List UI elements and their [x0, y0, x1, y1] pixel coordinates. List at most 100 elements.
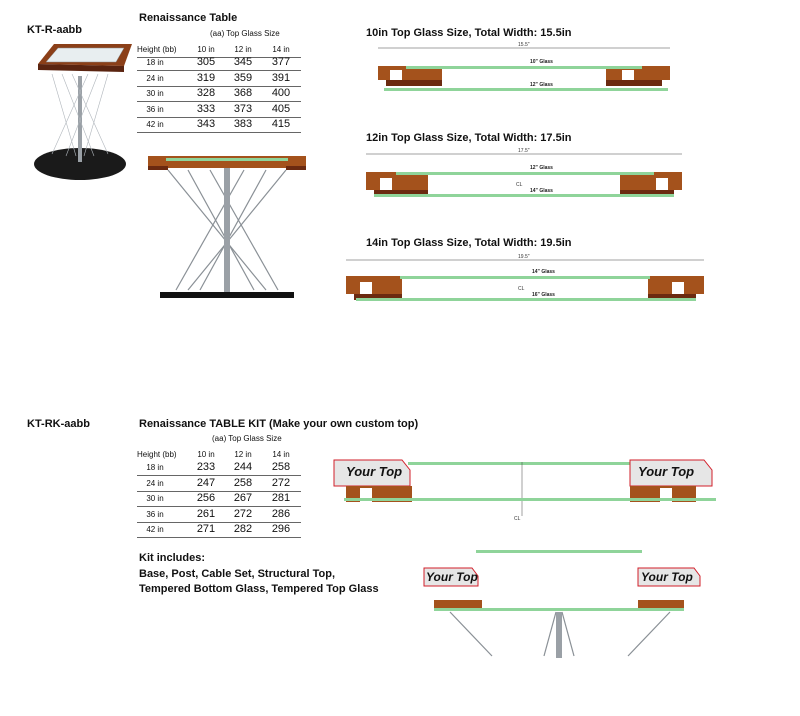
- row-height-label: 36 in: [146, 509, 164, 519]
- top-glass-label: 10" Glass: [530, 59, 553, 65]
- your-top-label: Your Top: [426, 570, 478, 584]
- table-cell-price: 333: [196, 102, 216, 115]
- table-post: [78, 76, 82, 162]
- sku-renaissance-kit: KT-RK-aabb: [27, 418, 90, 430]
- table-rule: [137, 475, 301, 476]
- table-cell-price: 373: [233, 102, 253, 115]
- bottom-glass: [384, 88, 668, 91]
- top-glass: [406, 66, 642, 69]
- glass-diagram-14in: 19.5" 14" Glass 16" Glass CL: [346, 254, 704, 301]
- table-cell-price: 258: [233, 476, 253, 489]
- price-table-renaissance: Height (bb) 10 in 12 in 14 in: [135, 43, 305, 58]
- table-cell-price: 271: [196, 523, 216, 535]
- subtitle-top-glass: (aa) Top Glass Size: [210, 29, 280, 38]
- table-rule: [137, 101, 301, 102]
- table-top-side: [148, 156, 306, 168]
- base-side: [160, 292, 294, 298]
- centerline-mark: CL: [514, 516, 521, 522]
- table-cell-price: 400: [271, 87, 291, 99]
- top-glass-label: 14" Glass: [532, 269, 555, 275]
- dim-total: 17.5": [518, 148, 530, 154]
- col-header: 10 in: [197, 450, 215, 459]
- table-cell-price: 272: [233, 507, 253, 520]
- table-cell-price: 296: [271, 523, 291, 535]
- dim-total: 19.5": [518, 254, 530, 260]
- kit-diagram: Your Top Your Top CL: [333, 459, 716, 522]
- top-glass-label: 12" Glass: [530, 165, 553, 171]
- row-height-label: 30 in: [146, 494, 164, 503]
- col-header: 12 in: [234, 450, 252, 459]
- row-height-label: 42 in: [146, 120, 164, 129]
- kit-line: Tempered Bottom Glass, Tempered Top Glas…: [139, 583, 379, 595]
- table-cell-price: 377: [271, 56, 291, 68]
- table-rule: [137, 85, 301, 87]
- col-header: 10 in: [197, 45, 215, 54]
- diagram-title-10in: 10in Top Glass Size, Total Width: 15.5in: [366, 27, 572, 39]
- table-cell-price: 267: [233, 492, 253, 504]
- table-cell-price: 244: [233, 461, 253, 473]
- your-top-box-right: [637, 567, 701, 587]
- height-header: Height (bb): [137, 450, 177, 459]
- table-cell-price: 261: [196, 507, 216, 520]
- centerline-mark: CL: [516, 182, 523, 188]
- centerline-mark: CL: [518, 286, 525, 292]
- table-cell-price: 233: [196, 461, 216, 473]
- cable-set-side: [167, 169, 287, 291]
- table-cell-price: 383: [233, 118, 253, 130]
- table-rule: [137, 506, 301, 507]
- your-top-box-right: [629, 459, 713, 487]
- your-top-label: Your Top: [641, 570, 693, 584]
- table-cell-price: 319: [196, 71, 216, 84]
- height-header: Height (bb): [137, 45, 177, 54]
- table-cell-price: 282: [233, 523, 253, 535]
- bottom-glass-label: 14" Glass: [530, 188, 553, 194]
- price-table-kit: Height (bb) 10 in 12 in 14 in: [135, 448, 305, 464]
- your-top-label: Your Top: [346, 464, 402, 479]
- row-height-label: 18 in: [146, 463, 164, 472]
- table-side-view: [148, 156, 306, 298]
- bottom-glass-label: 12" Glass: [530, 82, 553, 88]
- title-renaissance-kit: Renaissance TABLE KIT (Make your own cus…: [139, 418, 419, 430]
- glass-diagram-10in: 15.5" 10" Glass 12" Glass: [378, 42, 670, 91]
- table-rule: [137, 521, 301, 523]
- table-rule: [137, 116, 301, 118]
- table-rule: [137, 70, 301, 71]
- table-rule: [137, 132, 301, 133]
- cable-set: [51, 73, 109, 157]
- post: [556, 612, 562, 658]
- table-photo: [34, 44, 132, 180]
- table-row: 18 in 233 244 258: [135, 460, 305, 476]
- title-renaissance: Renaissance Table: [139, 12, 238, 24]
- row-height-label: 18 in: [146, 58, 164, 67]
- row-height-label: 24 in: [146, 73, 164, 83]
- kit-heading: Kit includes:: [139, 552, 206, 564]
- table-cell-price: 281: [271, 492, 291, 504]
- col-header: 12 in: [234, 45, 252, 54]
- col-header: 14 in: [272, 450, 290, 459]
- table-rule: [137, 490, 301, 492]
- table-cell-price: 305: [196, 56, 216, 68]
- table-cell-price: 258: [271, 461, 291, 473]
- dim-total: 15.5": [518, 42, 530, 48]
- your-top-label: Your Top: [638, 464, 694, 479]
- table-cell-price: 415: [271, 118, 291, 130]
- diagram-title-12in: 12in Top Glass Size, Total Width: 17.5in: [366, 132, 572, 144]
- kit-line: Base, Post, Cable Set, Structural Top,: [139, 568, 336, 580]
- table-cell-price: 359: [233, 71, 253, 84]
- subtitle-top-glass: (aa) Top Glass Size: [212, 434, 282, 443]
- table-row: 30 in 256 267 281: [135, 491, 305, 507]
- your-top-box-left: [423, 567, 479, 587]
- table-cell-price: 328: [196, 87, 216, 99]
- table-cell-price: 256: [196, 492, 216, 504]
- table-cell-price: 391: [271, 71, 291, 84]
- bottom-glass-label: 16" Glass: [532, 292, 555, 298]
- table-row: 24 in 319 359 391: [135, 71, 305, 87]
- post-side: [224, 168, 230, 292]
- table-cell-price: 368: [233, 87, 253, 99]
- diagram-title-14in: 14in Top Glass Size, Total Width: 19.5in: [366, 237, 572, 249]
